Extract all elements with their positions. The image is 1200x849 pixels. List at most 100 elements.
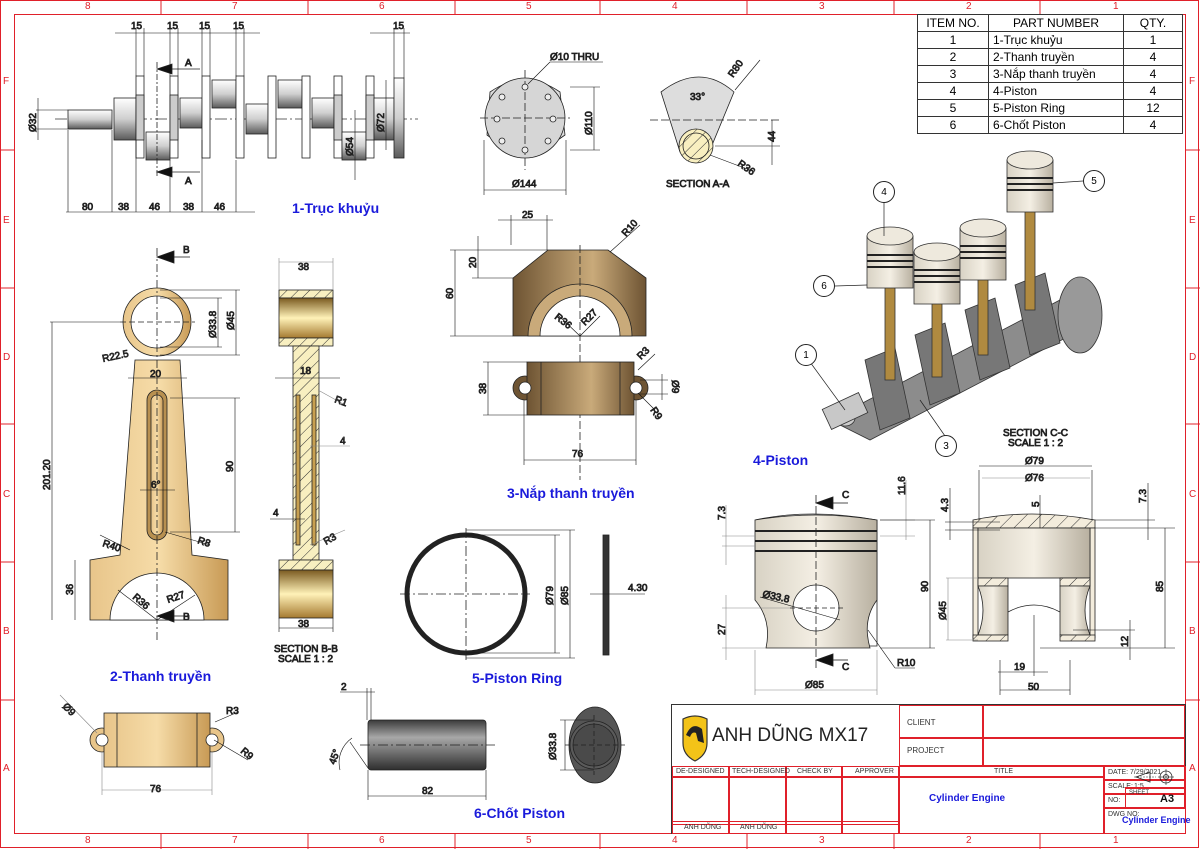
zone-col-3-bottom: 3 [819, 835, 825, 846]
balloon-5: 5 [1083, 170, 1105, 192]
dim-conrod-r225: R22.5 [101, 349, 130, 365]
balloon-4: 4 [873, 181, 895, 203]
dim-cap-25: 25 [522, 210, 534, 221]
piston-ring-view: Ø79 Ø85 4.30 [400, 528, 648, 660]
zone-row-d-right: D [1189, 352, 1197, 363]
zone-row-a: A [3, 763, 10, 774]
section-c-c-label: SECTION C-C [1003, 428, 1068, 439]
dim-crank-15-a: 15 [131, 21, 143, 32]
dim-piston-7-3: 7.3 [717, 506, 728, 520]
dwg-value: Cylinder Engine [1122, 815, 1191, 825]
bom-header-qty: QTY. [1123, 14, 1183, 32]
dim-sec-a-44: 44 [767, 130, 778, 142]
zone-col-7-bottom: 7 [232, 835, 238, 846]
zone-col-8: 8 [85, 1, 91, 12]
name-cell-3 [786, 821, 842, 834]
dim-secc-5: 5 [1031, 501, 1042, 507]
role-approver: APPROVER [855, 768, 894, 775]
dim-ring-d79: Ø79 [545, 586, 556, 605]
dim-conrod-length: 201.20 [42, 459, 53, 490]
dim-conrod-r8: R8 [196, 535, 212, 550]
dim-secc-85: 85 [1155, 580, 1166, 592]
dwg-label: DWG NO: [1108, 811, 1140, 818]
dim-conrod-d338: Ø33.8 [208, 310, 219, 338]
title-value-cell [899, 777, 1104, 834]
bom-part: 2-Thanh truyền [988, 48, 1124, 66]
title-cap: 3-Nắp thanh truyền [507, 485, 635, 501]
section-c-top: C [842, 490, 849, 501]
dim-crank-d72: Ø72 [376, 113, 387, 132]
crankshaft-iso [821, 272, 1103, 441]
dim-secb-r1: R1 [333, 394, 349, 409]
role-tech-designed: TECH-DESIGNED [732, 768, 790, 775]
zone-row-c-right: C [1189, 489, 1197, 500]
dim-bottom-r3: R3 [226, 706, 239, 717]
dim-ring-d85: Ø85 [560, 586, 571, 605]
zone-col-4-bottom: 4 [672, 835, 678, 846]
dim-crank-15-e: 15 [393, 21, 405, 32]
dim-crank-d32: Ø32 [28, 113, 39, 132]
dim-pin-chamfer: 2 [341, 682, 347, 693]
dim-secb-38-top: 38 [298, 262, 310, 273]
dim-flange-thru: Ø10 THRU [550, 52, 599, 63]
dim-secb-4-left: 4 [273, 508, 279, 519]
dim-crank-38-b: 38 [183, 202, 195, 213]
zone-row-b-right: B [1189, 626, 1196, 637]
dim-flange-d110: Ø110 [584, 111, 595, 135]
dim-crank-46-b: 46 [214, 202, 226, 213]
name-cell-1 [672, 821, 729, 834]
section-a-top: A [185, 58, 192, 69]
dim-cap-r10: R10 [620, 218, 641, 239]
sheet-label: SHEET [1129, 790, 1150, 796]
name-cell-4 [842, 821, 899, 834]
bom-part: 3-Nắp thanh truyền [988, 65, 1124, 83]
dim-crank-15-c: 15 [199, 21, 211, 32]
bom-part: 4-Piston [988, 82, 1124, 100]
sig-cell-2 [729, 777, 786, 825]
bom-qty: 1 [1123, 31, 1183, 49]
zone-col-6: 6 [379, 1, 385, 12]
role-cell-2 [729, 766, 786, 777]
name-cell-2 [729, 821, 786, 834]
sheet-value: A3 [1160, 793, 1175, 805]
bom-qty: 12 [1123, 99, 1183, 117]
zone-col-5-bottom: 5 [526, 835, 532, 846]
bom-item: 4 [917, 82, 989, 100]
role-cell-3 [786, 766, 842, 777]
dim-sec-a-33deg: 33° [690, 92, 705, 103]
dim-secb-38-bottom: 38 [298, 619, 310, 630]
bom-qty: 4 [1123, 65, 1183, 83]
dim-cap-r9: R9 [648, 405, 665, 422]
dim-secc-d79: Ø79 [1025, 456, 1044, 467]
zone-col-4: 4 [672, 1, 678, 12]
dim-piston-r10: R10 [897, 658, 916, 669]
dim-cap-20: 20 [468, 256, 479, 268]
conrod-front-view: B B Ø33.8 Ø45 R22.5 20 201.20 90 6° R40 … [42, 245, 240, 640]
title-block: ANH DŨNG MX17 CLIENT PROJECT DE-DESIGNED… [671, 704, 1191, 834]
dim-crank-46-a: 46 [149, 202, 161, 213]
section-a-a-view: R80 33° 44 R36 SECTION A-A [650, 58, 780, 190]
sheet-cell [1125, 788, 1185, 808]
section-c-c-scale: SCALE 1 : 2 [1008, 438, 1063, 449]
section-b-bottom: B [183, 612, 190, 623]
projection-cell [1125, 766, 1185, 788]
balloon-1: 1 [795, 344, 817, 366]
title-value: Cylinder Engine [929, 793, 1006, 804]
sig-cell-4 [842, 777, 899, 825]
zone-col-1-bottom: 1 [1113, 835, 1119, 846]
dim-crank-15-d: 15 [233, 21, 245, 32]
flange-end-view: Ø10 THRU Ø110 Ø144 [480, 52, 603, 195]
bom-header-part: PART NUMBER [988, 14, 1124, 32]
dim-secc-7-3: 7.3 [1138, 489, 1149, 503]
section-b-b-label: SECTION B-B [274, 644, 338, 655]
dim-crank-15-b: 15 [167, 21, 179, 32]
dim-secb-18: 18 [300, 366, 312, 377]
bom-header-row: ITEM NO. PART NUMBER QTY. [917, 14, 1183, 32]
dim-conrod-d45: Ø45 [226, 311, 237, 330]
dim-ring-thickness: 4.30 [628, 583, 648, 594]
dim-pin-45deg: 45° [327, 748, 343, 766]
